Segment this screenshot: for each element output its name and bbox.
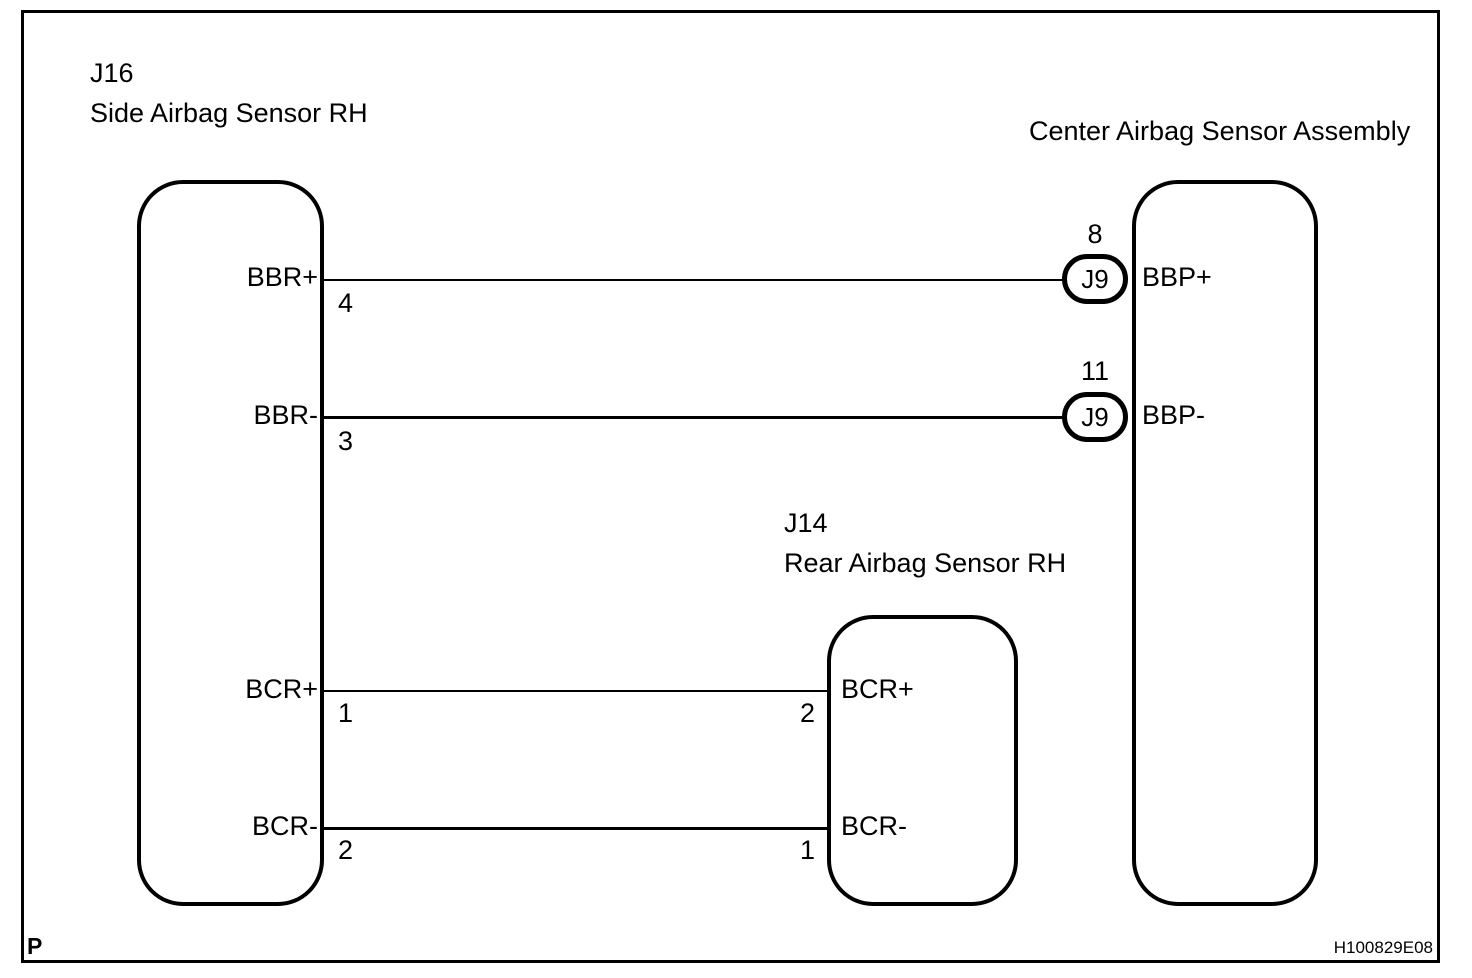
center-signal-bbp-minus: BBP- (1142, 400, 1206, 430)
figure-code: H100829E08 (1333, 938, 1433, 957)
center-signal-bbp-plus: BBP+ (1142, 262, 1212, 292)
j9-connector-oval-bbp-plus: J9 (1062, 254, 1128, 304)
j16-signal-bcr-minus: BCR- (252, 811, 318, 841)
j16-signal-bbr-minus: BBR- (253, 400, 318, 430)
j16-pin-number-4: 4 (338, 288, 354, 318)
j14-signal-bcr-minus: BCR- (841, 811, 907, 841)
center-assembly-name-label: Center Airbag Sensor Assembly (1029, 116, 1411, 146)
wire-bcr-minus (322, 827, 829, 830)
j16-pin-number-1: 1 (338, 698, 354, 728)
j14-signal-bcr-plus: BCR+ (841, 674, 914, 704)
j9-pin-number-8: 8 (1087, 219, 1103, 249)
j14-pin-number-2: 2 (799, 698, 815, 728)
j9-connector-oval-bbp-minus: J9 (1062, 392, 1128, 442)
j9-pin-number-11: 11 (1080, 356, 1110, 386)
j16-signal-bbr-plus: BBR+ (246, 262, 318, 292)
wire-bcr-plus (322, 690, 829, 692)
j16-pin-number-3: 3 (338, 426, 354, 456)
j16-pin-number-2: 2 (338, 835, 354, 865)
wire-bbr-minus (322, 416, 1066, 419)
j16-signal-bcr-plus: BCR+ (245, 674, 318, 704)
j14-pin-number-1: 1 (799, 835, 815, 865)
wire-bbr-plus (322, 279, 1066, 281)
j16-name-label: Side Airbag Sensor RH (90, 98, 368, 128)
j14-id-label: J14 (784, 508, 828, 538)
j14-name-label: Rear Airbag Sensor RH (784, 548, 1067, 578)
page-marker: P (27, 933, 43, 959)
j14-rear-airbag-sensor-body (827, 615, 1018, 906)
j16-id-label: J16 (90, 58, 134, 88)
j16-side-airbag-sensor-body (137, 180, 324, 906)
center-airbag-sensor-assembly-body (1132, 180, 1318, 906)
